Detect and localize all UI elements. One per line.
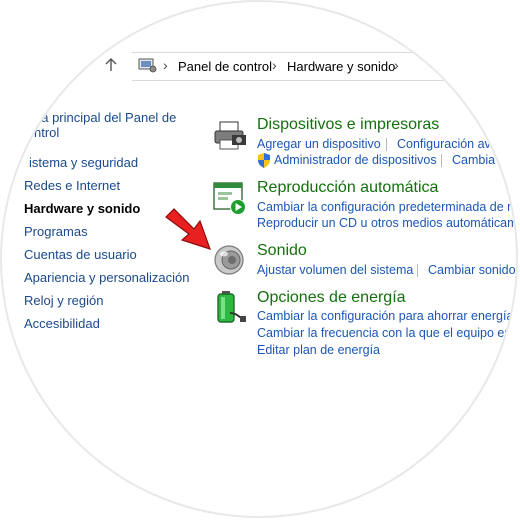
breadcrumb-panel-de-control[interactable]: Panel de control [178, 59, 272, 74]
red-arrow-annotation [165, 208, 211, 250]
link-reproducir-cd[interactable]: Reproducir un CD u otros medios automáti… [257, 216, 516, 230]
up-arrow-icon[interactable] [103, 57, 119, 73]
sidebar-item-sistema-y-seguridad[interactable]: istema y seguridad [29, 155, 139, 170]
breadcrumb-separator: › [272, 57, 277, 73]
category-title-dispositivos[interactable]: Dispositivos e impresoras [257, 116, 440, 133]
link-divider [386, 138, 387, 151]
sidebar-item-redes-e-internet[interactable]: Redes e Internet [24, 178, 121, 193]
link-editar-plan[interactable]: Editar plan de energía [257, 343, 381, 357]
sidebar-item-apariencia[interactable]: Apariencia y personalización [24, 270, 190, 285]
shield-icon [258, 153, 270, 168]
link-cambiar-config-ahorrar[interactable]: Cambiar la configuración para ahorrar en… [257, 309, 514, 323]
control-panel-icon [138, 58, 157, 73]
printer-icon[interactable] [212, 118, 248, 154]
magnified-window: › Panel de control › Hardware y sonido ›… [2, 2, 516, 516]
sidebar-item-home-cont[interactable]: ntrol [34, 125, 60, 140]
link-agregar-dispositivo[interactable]: Agregar un dispositivo [257, 137, 381, 151]
category-title-reproduccion[interactable]: Reproducción automática [257, 179, 439, 196]
address-bar[interactable] [132, 52, 516, 81]
speaker-icon[interactable] [212, 242, 248, 278]
link-cambiar-config-predeterminada[interactable]: Cambiar la configuración predeterminada … [257, 200, 516, 214]
sidebar-item-cuentas-de-usuario[interactable]: Cuentas de usuario [24, 247, 137, 262]
link-cambiar[interactable]: Cambia [452, 153, 496, 167]
link-cambiar-sonidos[interactable]: Cambiar sonidos [428, 263, 516, 277]
autoplay-icon[interactable] [212, 180, 248, 216]
sidebar-item-reloj-y-region[interactable]: Reloj y región [24, 293, 104, 308]
breadcrumb-separator: › [394, 57, 399, 73]
battery-icon[interactable] [212, 289, 248, 325]
link-divider [441, 154, 442, 167]
breadcrumb-separator: › [163, 57, 168, 73]
category-title-energia[interactable]: Opciones de energía [257, 289, 406, 306]
sidebar-item-accesibilidad[interactable]: Accesibilidad [24, 316, 100, 331]
sidebar-item-home[interactable]: na principal del Panel de [34, 110, 177, 125]
link-divider [417, 264, 418, 277]
sidebar-item-programas[interactable]: Programas [24, 224, 88, 239]
breadcrumb-hardware-y-sonido[interactable]: Hardware y sonido [287, 59, 396, 74]
sidebar-item-hardware-y-sonido[interactable]: Hardware y sonido [24, 201, 141, 216]
link-configuracion-avanzada[interactable]: Configuración av [397, 137, 491, 151]
link-administrador-de-dispositivos[interactable]: Administrador de dispositivos [274, 153, 437, 167]
link-ajustar-volumen[interactable]: Ajustar volumen del sistema [257, 263, 414, 277]
link-cambiar-frecuencia[interactable]: Cambiar la frecuencia con la que el equi… [257, 326, 516, 340]
category-title-sonido[interactable]: Sonido [257, 242, 307, 259]
